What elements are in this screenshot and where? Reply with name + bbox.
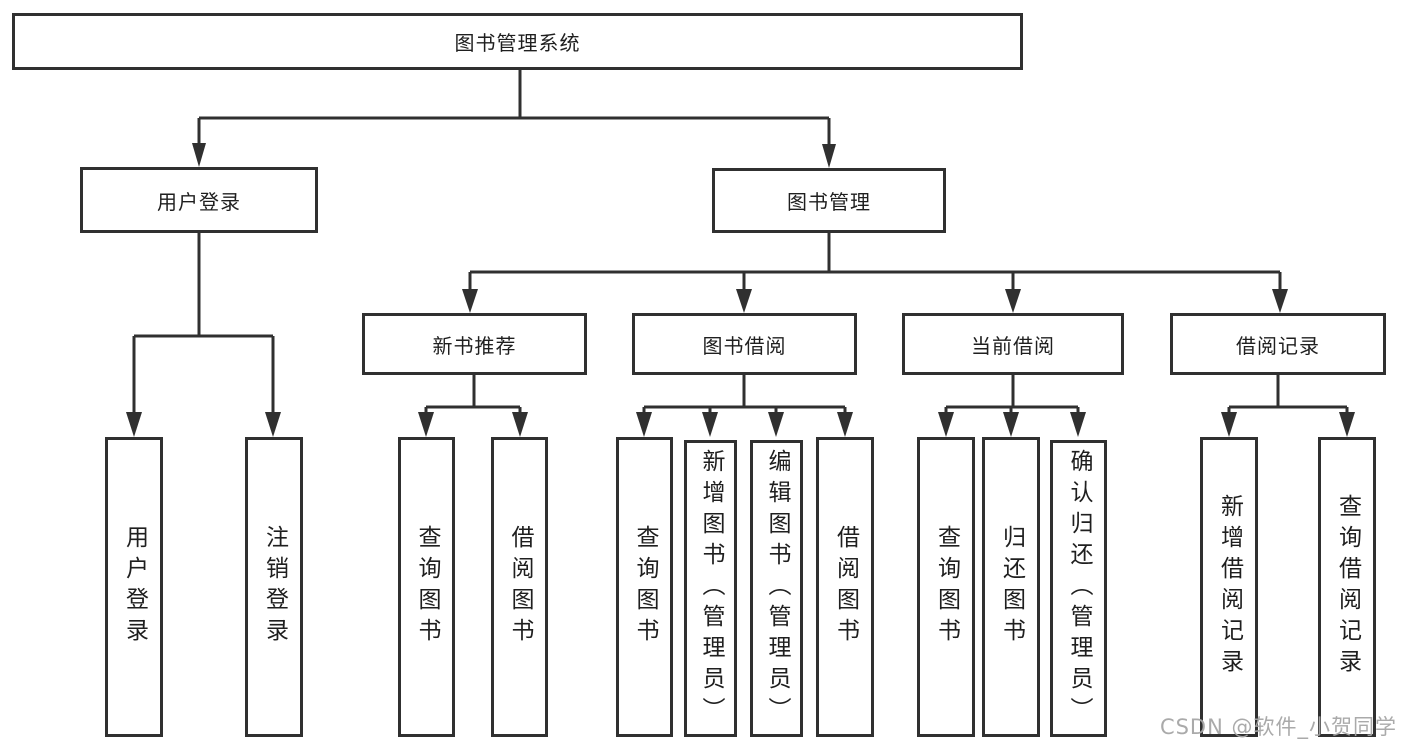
leaf-query-books-recommend: 查询图书 [398, 437, 455, 737]
node-borrow-records: 借阅记录 [1170, 313, 1386, 375]
node-book-management: 图书管理 [712, 168, 946, 233]
leaf-add-book-admin: 新增图书（管理员） [684, 440, 737, 737]
leaf-confirm-return-admin: 确认归还（管理员） [1050, 440, 1107, 737]
node-new-book-recommend: 新书推荐 [362, 313, 587, 375]
leaf-borrow-books-recommend: 借阅图书 [491, 437, 548, 737]
leaf-logout: 注销登录 [245, 437, 303, 737]
leaf-borrow-books-borrowing: 借阅图书 [816, 437, 874, 737]
leaf-edit-book-admin: 编辑图书（管理员） [750, 440, 803, 737]
leaf-add-borrow-record: 新增借阅记录 [1200, 437, 1258, 737]
node-library-management-system: 图书管理系统 [12, 13, 1023, 70]
node-book-borrowing: 图书借阅 [632, 313, 857, 375]
leaf-query-books-borrowing: 查询图书 [616, 437, 673, 737]
leaf-query-borrow-record: 查询借阅记录 [1318, 437, 1376, 737]
node-current-borrowing: 当前借阅 [902, 313, 1124, 375]
leaf-user-login: 用户登录 [105, 437, 163, 737]
leaf-query-books-current: 查询图书 [917, 437, 975, 737]
leaf-return-book: 归还图书 [982, 437, 1040, 737]
node-user-login: 用户登录 [80, 167, 318, 233]
watermark: CSDN @软件_小贺同学 [1159, 715, 1397, 739]
